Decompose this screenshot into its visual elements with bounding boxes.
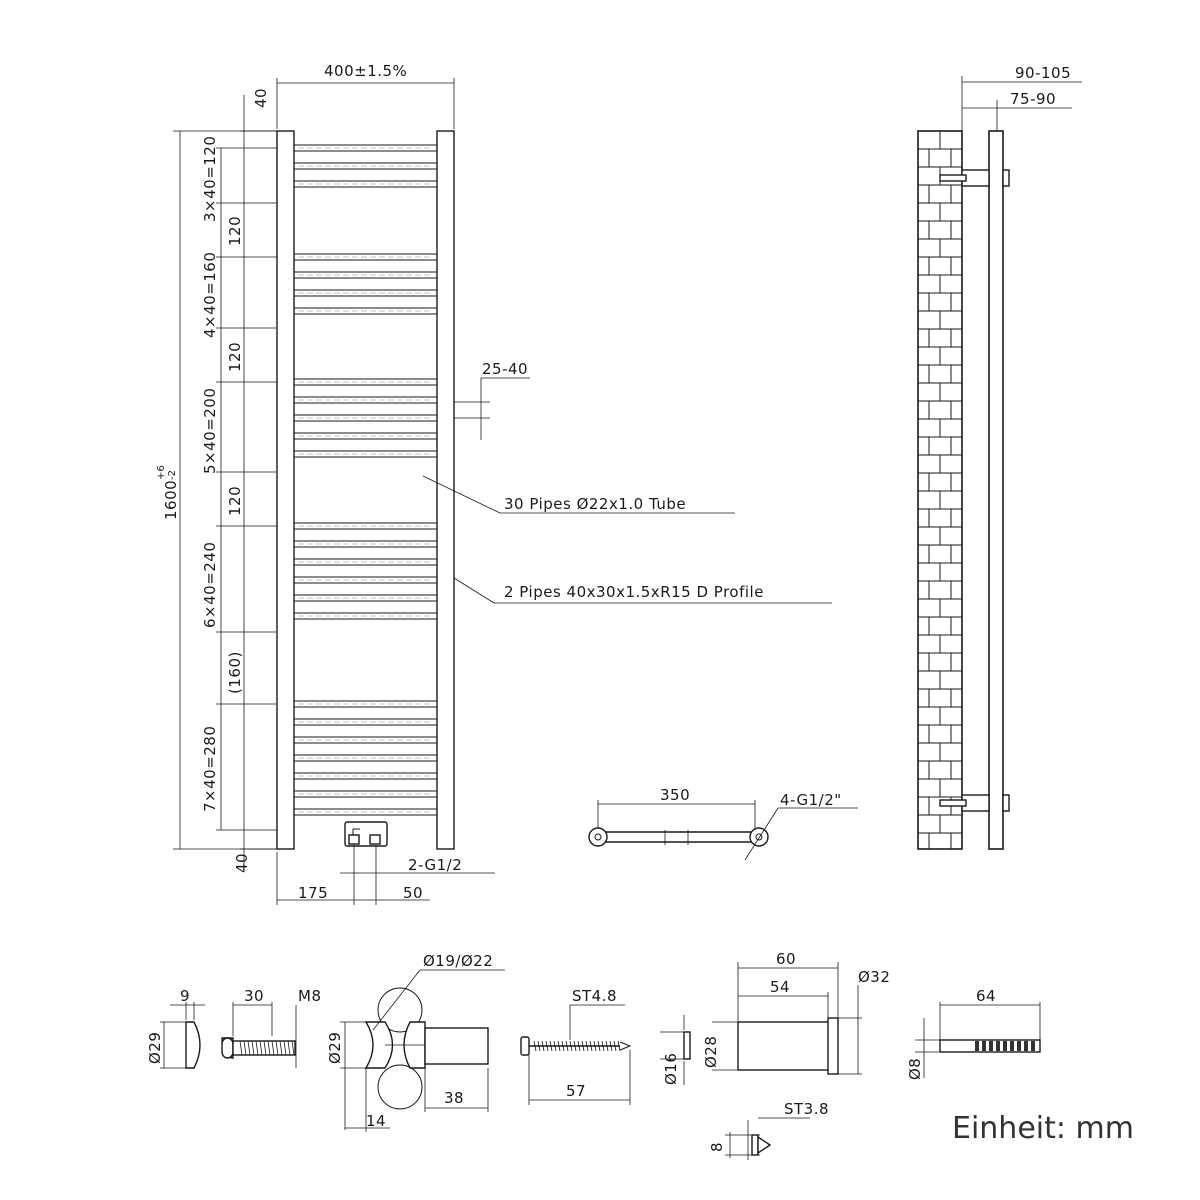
- top-bracket: [939, 169, 1010, 187]
- inlet-dimensions: 175 50 2-G1/2: [276, 845, 495, 905]
- profile-label: 2 Pipes 40x30x1.5xR15 D Profile: [504, 583, 764, 601]
- washer-diameter-label: Ø16: [662, 1053, 680, 1085]
- cap-diameter-label: Ø29: [146, 1032, 164, 1064]
- rungs: [293, 144, 438, 816]
- inlet-thread-label: 2-G1/2: [408, 856, 462, 874]
- tube-label: 30 Pipes Ø22x1.0 Tube: [504, 495, 686, 513]
- rung: [293, 253, 438, 261]
- top-margin-label: 40: [252, 88, 270, 108]
- rung: [293, 736, 438, 744]
- rung: [293, 540, 438, 548]
- part-washer: Ø16: [660, 1015, 691, 1085]
- anchor-length-label: 64: [976, 987, 996, 1005]
- part-bolt: 30 M8: [221, 987, 322, 1068]
- rung: [293, 718, 438, 726]
- height-tol-plus: +6: [156, 465, 167, 480]
- group-1-label: 3×40=120: [201, 136, 219, 222]
- left-upright: [276, 130, 295, 850]
- screw-type-label: ST4.8: [572, 987, 617, 1005]
- part-cap: 9 Ø29: [146, 987, 205, 1069]
- anchor-diameter-label: Ø8: [906, 1058, 924, 1080]
- gap-1-label: 120: [226, 216, 244, 246]
- part-bracket: Ø19/Ø22 Ø29 14 38: [326, 952, 505, 1132]
- rung: [293, 162, 438, 170]
- height-label: 1600: [162, 480, 180, 520]
- side-view: 90-105 75-90: [917, 64, 1082, 850]
- rung: [293, 450, 438, 458]
- bracket-thickness-label: 14: [366, 1112, 386, 1130]
- rung: [293, 396, 438, 404]
- bottom-length-label: 350: [660, 786, 690, 804]
- rung: [293, 432, 438, 440]
- rung: [293, 576, 438, 584]
- rung: [293, 790, 438, 798]
- cap-width-label: 9: [180, 987, 190, 1005]
- small-screw-length-label: 8: [708, 1142, 726, 1152]
- front-view: 400±1.5% 1600 +6 -2: [156, 62, 832, 905]
- rung: [293, 594, 438, 602]
- group-3-label: 5×40=200: [201, 388, 219, 474]
- inlet-valves: [344, 821, 388, 847]
- inlet-left-label: 175: [298, 884, 328, 902]
- bolt-length-label: 30: [244, 987, 264, 1005]
- bracket-height-label: Ø29: [326, 1032, 344, 1064]
- rung: [293, 144, 438, 152]
- profile-callout: 2 Pipes 40x30x1.5xR15 D Profile: [453, 577, 832, 604]
- sleeve-total-label: 60: [776, 950, 796, 968]
- rung: [293, 271, 438, 279]
- rung: [293, 378, 438, 386]
- group-5-label: 7×40=280: [201, 726, 219, 812]
- rung: [293, 558, 438, 566]
- part-small-screw: ST3.8 8: [708, 1100, 829, 1160]
- small-screw-type-label: ST3.8: [784, 1100, 829, 1118]
- rung: [293, 808, 438, 816]
- bolt-thread-label: M8: [298, 987, 322, 1005]
- tube-callout: 30 Pipes Ø22x1.0 Tube: [422, 475, 735, 514]
- gap-2-label: 120: [226, 342, 244, 372]
- group-4-label: 6×40=240: [201, 542, 219, 628]
- group-2-label: 4×40=160: [201, 252, 219, 338]
- bottom-thread-label: 4-G1/2": [780, 791, 842, 809]
- screw-length-label: 57: [566, 1082, 586, 1100]
- sleeve-outer-diameter-label: Ø32: [858, 968, 890, 986]
- inlet-spacing-label: 50: [403, 884, 423, 902]
- gap-detail-dimension: 25-40: [454, 360, 530, 440]
- rung: [293, 289, 438, 297]
- part-screw: ST4.8 57: [520, 987, 632, 1105]
- bracket-length-label: 38: [444, 1089, 464, 1107]
- bottom-bracket: [939, 794, 1010, 812]
- rung: [293, 754, 438, 762]
- bottom-margin-label: 40: [233, 853, 251, 873]
- wall-distance-outer: 90-105: [1015, 64, 1071, 82]
- wall-distance-inner: 75-90: [1010, 90, 1056, 108]
- bracket-diameter-label: Ø19/Ø22: [423, 952, 493, 970]
- rung: [293, 522, 438, 530]
- rung: [293, 180, 438, 188]
- rung: [293, 307, 438, 315]
- rung: [293, 700, 438, 708]
- rung: [293, 612, 438, 620]
- rung: [293, 772, 438, 780]
- sleeve-inner-diameter-label: Ø28: [702, 1036, 720, 1068]
- gap-4-label: (160): [226, 651, 244, 694]
- sleeve-body-label: 54: [770, 978, 790, 996]
- spacing-dimensions: 40 40 3×40=120 4×40=160 5×40=200 6×40=24…: [201, 88, 277, 873]
- width-label: 400±1.5%: [324, 62, 407, 80]
- gap-detail-label: 25-40: [482, 360, 528, 378]
- height-tol-minus: -2: [167, 470, 178, 480]
- gap-3-label: 120: [226, 486, 244, 516]
- bottom-view: 350 4-G1/2": [588, 786, 858, 861]
- part-anchor: 64 Ø8: [906, 987, 1041, 1080]
- unit-label: Einheit: mm: [952, 1111, 1134, 1146]
- wall-bricks: [918, 130, 962, 849]
- rung: [293, 414, 438, 422]
- right-upright: [436, 130, 455, 850]
- width-dimension: 400±1.5%: [276, 62, 455, 129]
- radiator-side: [988, 130, 1004, 850]
- part-sleeve: 60 54 Ø32 Ø28: [702, 950, 890, 1075]
